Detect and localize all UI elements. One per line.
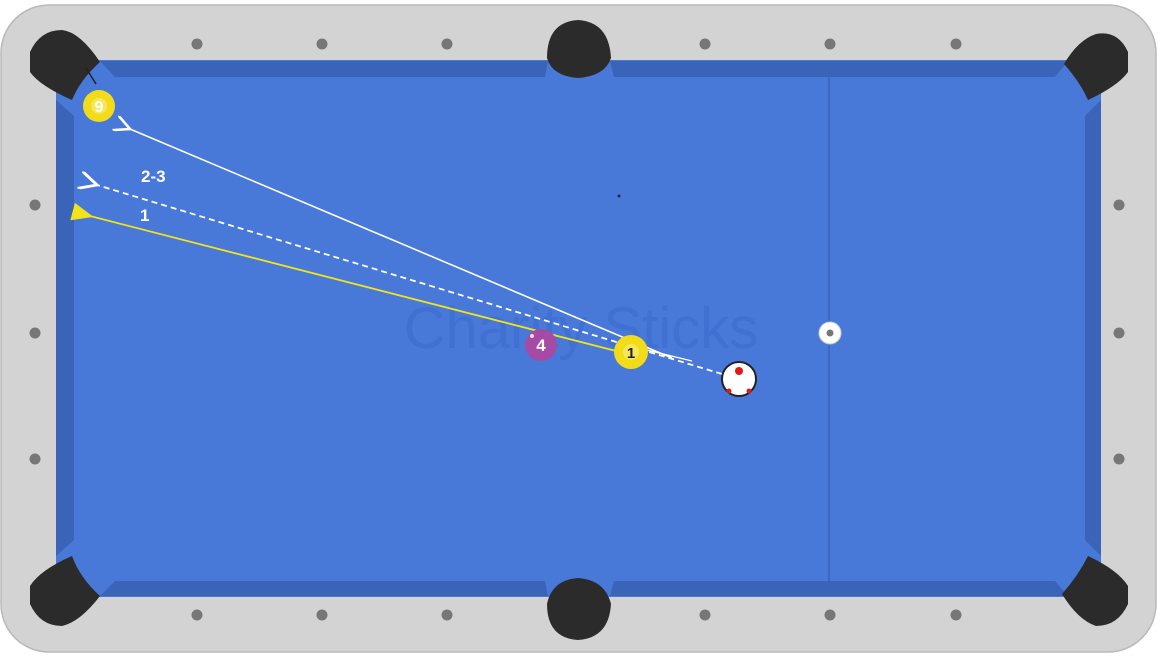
diamond — [824, 609, 836, 621]
cushion-bottom-left — [100, 581, 548, 596]
cloth-mark — [617, 194, 621, 198]
pocket-top-left — [30, 30, 100, 100]
label-option-2-3: 2-3 — [141, 167, 166, 186]
label-option-1: 1 — [140, 206, 149, 225]
ball-9: 9 — [83, 90, 115, 122]
table-cloth — [56, 60, 1101, 597]
cushion-top-left — [100, 61, 548, 77]
pocket-bottom-right — [1062, 556, 1128, 626]
rail-diamonds — [29, 38, 1125, 621]
pocket-marker — [85, 67, 97, 85]
shot-line-upper — [130, 129, 673, 359]
diamond — [1113, 327, 1125, 339]
diamond — [824, 38, 836, 50]
diamond — [29, 453, 41, 465]
cushion-bottom-right — [610, 581, 1068, 596]
cushion-top-right — [610, 61, 1068, 77]
diamond — [29, 327, 41, 339]
diamond — [441, 609, 453, 621]
diamond — [950, 609, 962, 621]
diamond — [950, 38, 962, 50]
diamond — [699, 609, 711, 621]
ball-1: 1 — [614, 335, 648, 369]
diamond — [1113, 199, 1125, 211]
pocket-bottom-middle — [547, 578, 611, 640]
shot-line-option-2-3 — [97, 185, 723, 375]
diamond — [29, 199, 41, 211]
pocket-bottom-left — [30, 556, 100, 626]
shot-line-option-1 — [70, 202, 621, 353]
ball-4-number: 4 — [536, 336, 546, 355]
diamond — [699, 38, 711, 50]
diamond — [191, 609, 203, 621]
diamond — [1113, 453, 1125, 465]
cushion-left — [56, 100, 74, 556]
diamond — [191, 38, 203, 50]
ball-4: 4 — [525, 329, 557, 361]
ball-9-number: 9 — [95, 99, 104, 116]
foot-spot-icon — [818, 321, 842, 345]
diamond — [441, 38, 453, 50]
diamond — [316, 609, 328, 621]
pocket-top-middle — [547, 20, 611, 78]
pocket-top-right — [1064, 33, 1128, 100]
diamond — [316, 38, 328, 50]
cushion-right — [1085, 100, 1101, 556]
watermark-text: Charity Sticks — [404, 296, 759, 361]
ball-1-number: 1 — [627, 345, 635, 362]
cue-ball-icon — [721, 361, 757, 397]
